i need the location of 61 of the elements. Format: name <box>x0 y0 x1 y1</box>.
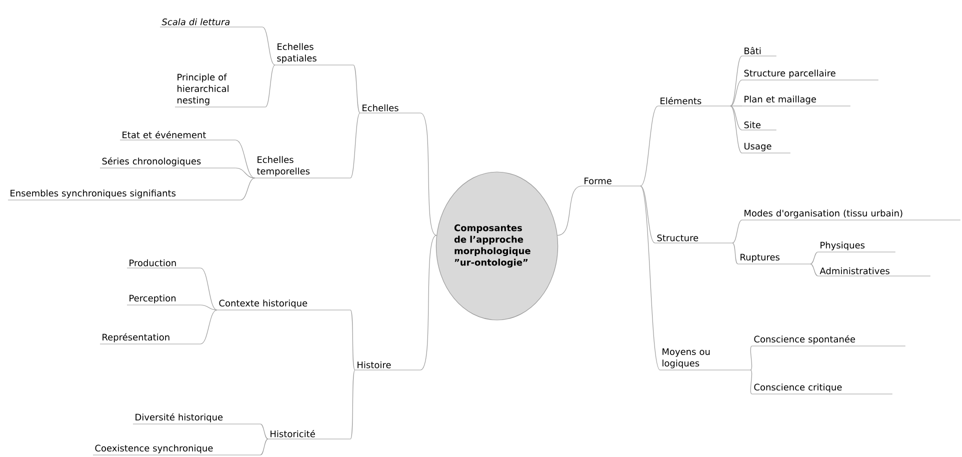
connector-line <box>200 310 218 344</box>
connector-line <box>420 112 437 236</box>
connector-line <box>640 186 656 244</box>
topic-label: Ensembles synchroniques signifiants <box>8 190 241 200</box>
topic-label: Bâti <box>742 46 777 56</box>
topic-label: Principle of hierarchical nesting <box>174 74 266 108</box>
topic-label: Physiques <box>818 242 896 252</box>
connector-line <box>640 106 658 186</box>
topic-label: Ruptures <box>738 254 811 264</box>
topic-label: Moyens ou logiques <box>660 348 751 370</box>
topic-label: Histoire <box>354 361 421 370</box>
connector-line <box>200 304 218 310</box>
connector-line <box>730 106 742 130</box>
connector-line <box>640 186 660 370</box>
connector-line <box>420 235 437 370</box>
connector-line <box>235 140 256 178</box>
connector-line <box>240 178 256 200</box>
connector-line <box>260 438 268 456</box>
topic-label: Conscience spontanée <box>752 335 906 346</box>
connector-line <box>557 186 582 236</box>
connector-line <box>810 252 818 264</box>
topic-label: Production <box>126 259 201 268</box>
connector-line <box>262 26 276 66</box>
connector-line <box>730 80 742 106</box>
connector-line <box>235 168 256 178</box>
connector-line <box>750 346 752 370</box>
topic-label: Usage <box>742 142 791 154</box>
topic-label: Forme <box>582 178 641 186</box>
connector-line <box>260 424 268 440</box>
connector-line <box>350 370 356 440</box>
topic-label: Structure parcellaire <box>742 70 879 80</box>
topic-label: Plan et maillage <box>742 96 851 106</box>
connector-line <box>732 242 738 264</box>
topic-label: Echelles <box>360 104 421 114</box>
topic-label: Etat et événement <box>120 130 236 140</box>
connector-line <box>350 310 356 370</box>
connector-line <box>810 264 818 276</box>
topic-label: Echelles spatiales <box>274 43 354 66</box>
topic-label: Administratives <box>818 267 931 276</box>
connector-line <box>732 220 742 244</box>
topic-label: Scala di lettura <box>160 18 263 28</box>
connector-line <box>750 370 752 394</box>
topic-label: Modes d'organisation (tissu urbain) <box>742 210 961 220</box>
topic-label: Conscience critique <box>752 384 893 394</box>
connector-line <box>200 268 218 310</box>
topic-label: Echelles temporelles <box>254 156 351 178</box>
topic-label: Coexistence synchronique <box>92 444 261 456</box>
connector-line <box>353 64 360 114</box>
connector-line <box>350 112 360 178</box>
topic-label: Eléments <box>658 96 731 106</box>
connector-line <box>265 64 276 108</box>
topic-label: Site <box>742 121 777 130</box>
topic-label: Séries chronologiques <box>100 157 236 168</box>
connector-line <box>730 56 742 106</box>
topic-label: Historicité <box>268 430 351 440</box>
topic-label: Diversité historique <box>132 413 261 424</box>
topic-label: Contexte historique <box>216 300 351 310</box>
connector-line <box>730 106 742 154</box>
topic-label: Représentation <box>100 333 201 344</box>
topic-label: Perception <box>126 294 201 306</box>
topic-label: Structure <box>654 234 733 244</box>
